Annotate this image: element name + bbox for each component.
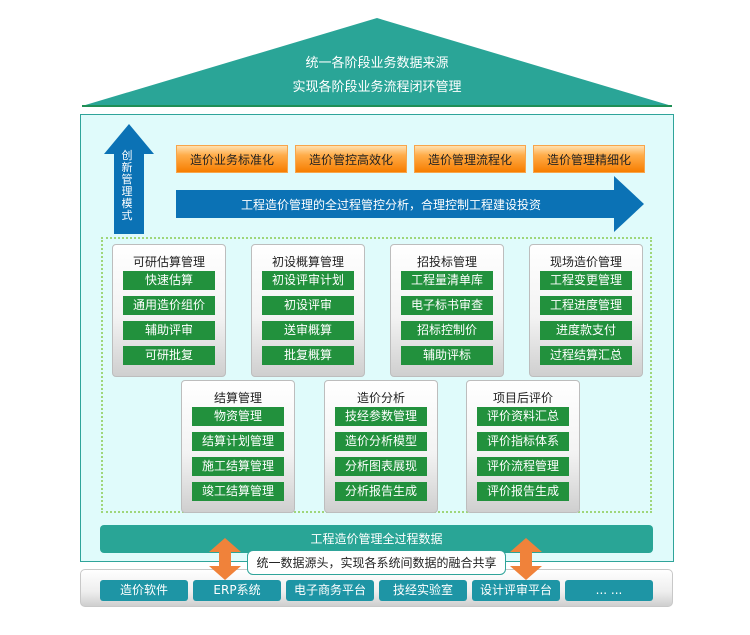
- tag-refinement: 造价管理精细化: [533, 145, 645, 173]
- module-preliminary-budget: 初设概算管理 初设评审计划 初设评审 送审概算 批复概算: [251, 244, 365, 377]
- module-bidding: 招投标管理 工程量清单库 电子标书审查 招标控制价 辅助评标: [390, 244, 504, 377]
- process-control-label: 工程造价管理的全过程管控分析，合理控制工程建设投资: [240, 198, 541, 212]
- module-feasibility-estimate: 可研估算管理 快速估算 通用造价组价 辅助评审 可研批复: [112, 244, 226, 377]
- module-title: 现场造价管理: [549, 255, 622, 269]
- module-item[interactable]: 工程量清单库: [401, 271, 493, 290]
- roof-line-1: 统一各阶段业务数据来源: [305, 56, 449, 71]
- double-arrow-icon: [209, 538, 241, 580]
- right-arrow-icon: [176, 176, 644, 232]
- module-item[interactable]: 工程变更管理: [540, 271, 632, 290]
- module-item[interactable]: 分析报告生成: [335, 482, 427, 501]
- tag-process: 造价管理流程化: [414, 145, 526, 173]
- module-title: 招投标管理: [416, 255, 477, 269]
- module-item[interactable]: 评价资料汇总: [477, 407, 569, 426]
- module-title: 可研估算管理: [132, 255, 205, 269]
- module-item[interactable]: 快速估算: [123, 271, 215, 290]
- module-item[interactable]: 过程结算汇总: [540, 346, 632, 365]
- module-item[interactable]: 通用造价组价: [123, 296, 215, 315]
- module-item[interactable]: 进度款支付: [540, 321, 632, 340]
- module-settlement: 结算管理 物资管理 结算计划管理 施工结算管理 竣工结算管理: [181, 380, 295, 513]
- module-item[interactable]: 竣工结算管理: [192, 482, 284, 501]
- module-item[interactable]: 评价流程管理: [477, 457, 569, 476]
- tag-efficiency: 造价管控高效化: [295, 145, 407, 173]
- system-ecommerce[interactable]: 电子商务平台: [286, 580, 374, 601]
- module-item[interactable]: 工程进度管理: [540, 296, 632, 315]
- system-cost-software[interactable]: 造价软件: [100, 580, 188, 601]
- roof-triangle: [82, 18, 672, 107]
- system-design-review[interactable]: 设计评审平台: [472, 580, 560, 601]
- module-item[interactable]: 施工结算管理: [192, 457, 284, 476]
- module-item[interactable]: 评价报告生成: [477, 482, 569, 501]
- module-item[interactable]: 结算计划管理: [192, 432, 284, 451]
- module-item[interactable]: 送审概算: [262, 321, 354, 340]
- module-item[interactable]: 招标控制价: [401, 321, 493, 340]
- module-post-evaluation: 项目后评价 评价资料汇总 评价指标体系 评价流程管理 评价报告生成: [466, 380, 580, 513]
- up-arrow-icon: [104, 124, 154, 234]
- system-tech-lab[interactable]: 技经实验室: [379, 580, 467, 601]
- tag-standardization: 造价业务标准化: [176, 145, 288, 173]
- module-title: 初设概算管理: [271, 255, 344, 269]
- module-item[interactable]: 初设评审计划: [262, 271, 354, 290]
- module-cost-analysis: 造价分析 技经参数管理 造价分析模型 分析图表展现 分析报告生成: [324, 380, 438, 513]
- module-item[interactable]: 技经参数管理: [335, 407, 427, 426]
- module-item[interactable]: 物资管理: [192, 407, 284, 426]
- module-item[interactable]: 可研批复: [123, 346, 215, 365]
- module-item[interactable]: 电子标书审查: [401, 296, 493, 315]
- module-item[interactable]: 评价指标体系: [477, 432, 569, 451]
- module-item[interactable]: 辅助评审: [123, 321, 215, 340]
- module-item[interactable]: 分析图表展现: [335, 457, 427, 476]
- module-item[interactable]: 初设评审: [262, 296, 354, 315]
- module-item[interactable]: 造价分析模型: [335, 432, 427, 451]
- module-item[interactable]: 批复概算: [262, 346, 354, 365]
- data-sharing-callout: 统一数据源头，实现各系统间数据的融合共享: [247, 550, 506, 575]
- system-more[interactable]: ... ...: [565, 580, 653, 601]
- module-title: 造价分析: [356, 391, 405, 405]
- double-arrow-icon: [510, 538, 542, 580]
- innovation-label: 创新管理模式: [121, 149, 133, 222]
- full-process-data-bar: 工程造价管理全过程数据: [100, 525, 653, 553]
- module-site-cost: 现场造价管理 工程变更管理 工程进度管理 进度款支付 过程结算汇总: [529, 244, 643, 377]
- module-item[interactable]: 辅助评标: [401, 346, 493, 365]
- module-title: 结算管理: [213, 391, 262, 405]
- module-title: 项目后评价: [492, 391, 553, 405]
- system-erp[interactable]: ERP系统: [193, 580, 281, 601]
- roof: 统一各阶段业务数据来源 实现各阶段业务流程闭环管理: [82, 18, 672, 107]
- roof-line-2: 实现各阶段业务流程闭环管理: [292, 80, 462, 95]
